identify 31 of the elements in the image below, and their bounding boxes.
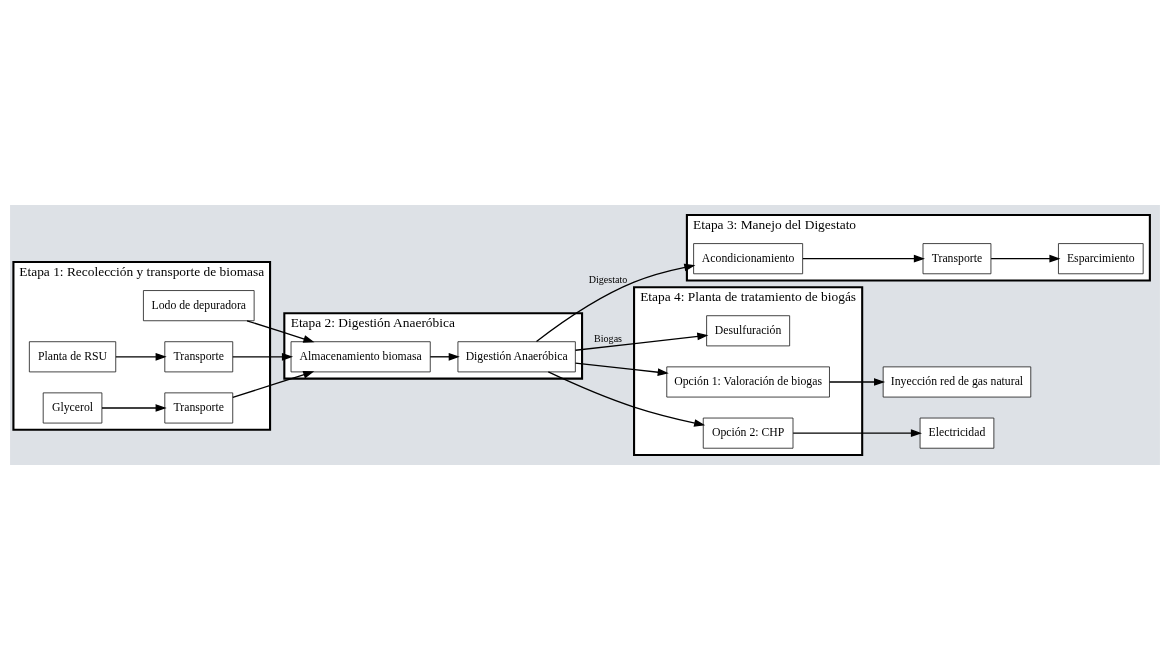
- node-box: Planta de RSU: [28, 341, 117, 373]
- arrow: [574, 332, 709, 351]
- arrow: [547, 371, 706, 427]
- arrow: [115, 352, 167, 361]
- arrow: [232, 352, 293, 361]
- node-box: Almacenamiento biomasa: [290, 341, 431, 373]
- node-box: Acondicionamiento: [693, 243, 804, 275]
- node-box: Desulfuración: [706, 315, 791, 347]
- edge-label: Digestato: [588, 273, 628, 285]
- node-box: Lodo de depuradora: [143, 290, 255, 322]
- node-box: Opción 2: CHP: [702, 417, 794, 449]
- arrow: [232, 371, 315, 399]
- arrow: [535, 263, 696, 343]
- node-box: Transporte: [922, 243, 992, 275]
- node-box: Digestión Anaeróbica: [457, 341, 576, 373]
- arrow: [802, 254, 925, 263]
- node-box: Opción 1: Valoración de biogas: [666, 366, 830, 398]
- arrow: [101, 404, 167, 412]
- node-box: Inyección red de gas natural: [882, 366, 1032, 398]
- node-box: Esparcimiento: [1058, 243, 1144, 275]
- node-box: Transporte: [164, 341, 234, 373]
- arrow: [429, 352, 460, 361]
- arrow: [792, 429, 922, 437]
- node-box: Electricidad: [919, 417, 995, 449]
- node-box: Glycerol: [42, 392, 103, 424]
- edge-label: Biogas: [594, 333, 623, 345]
- arrow: [246, 320, 315, 343]
- arrow: [990, 254, 1061, 263]
- node-box: Transporte: [164, 392, 234, 424]
- arrow: [574, 362, 669, 377]
- arrow: [829, 378, 886, 386]
